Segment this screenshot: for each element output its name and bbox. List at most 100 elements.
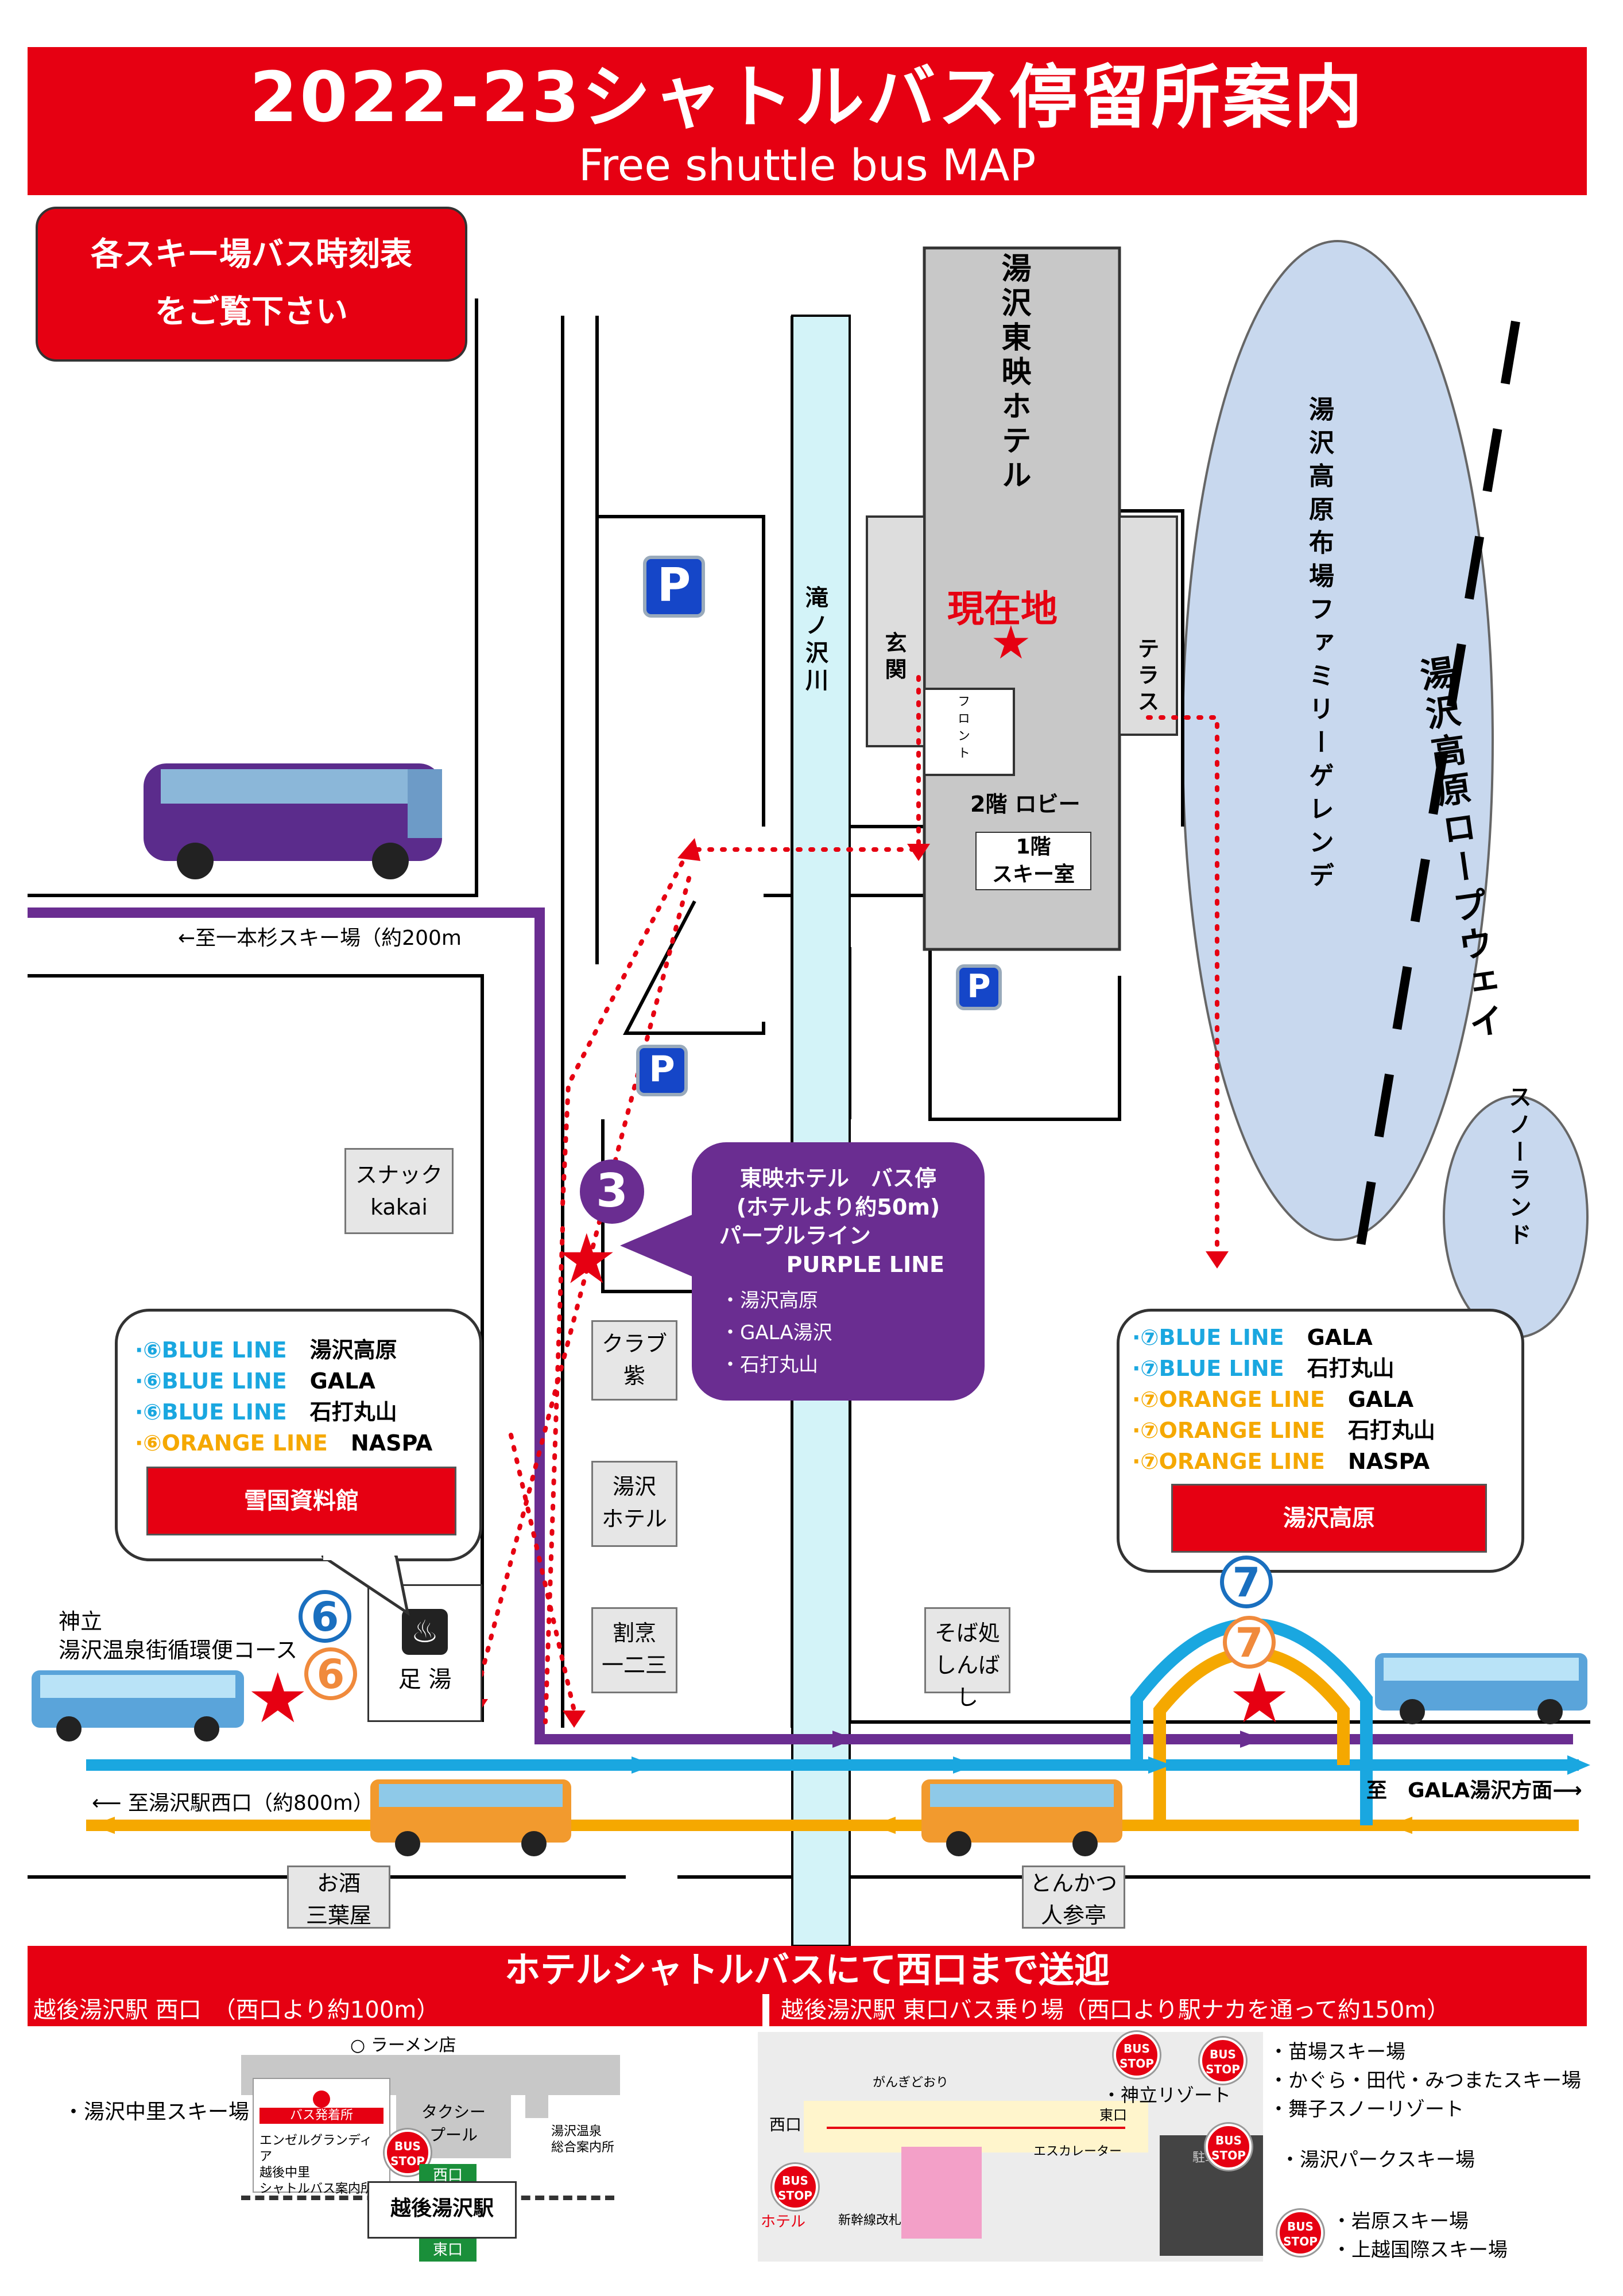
bus-stop-icon: BUS STOP bbox=[1114, 2032, 1160, 2078]
foot-bath: ♨ 足 湯 bbox=[367, 1584, 482, 1722]
nakazato-label: ・湯沢中里スキー場 bbox=[63, 2100, 250, 2124]
ski-room-line1: 1階 bbox=[1016, 835, 1051, 859]
stop7-line-dest: GALA bbox=[1307, 1325, 1373, 1350]
kappo-hifumi: 割烹一二三 bbox=[591, 1607, 677, 1693]
gandogi-label: がんぎどおり bbox=[873, 2076, 949, 2090]
timetable-note-line2: をご覧下さい bbox=[155, 293, 348, 331]
stop6-pointer bbox=[321, 1556, 410, 1616]
stop7-line-name: ·⑦ORANGE LINE bbox=[1132, 1387, 1325, 1412]
stop6-line-dest: 湯沢高原 bbox=[309, 1337, 397, 1363]
front-desk bbox=[923, 688, 1015, 776]
stop7-line-dest: GALA bbox=[1347, 1387, 1414, 1412]
shuttle-banner: ホテルシャトルバスにて西口まで送迎 bbox=[28, 1946, 1587, 1994]
sake-line1: お酒 bbox=[316, 1871, 361, 1896]
sake-line2: 三葉屋 bbox=[305, 1903, 371, 1928]
walk-route bbox=[827, 2127, 1125, 2129]
stop7-line-item: ·⑦BLUE LINE 石打丸山 bbox=[1132, 1353, 1521, 1384]
soba-line2: しんばし bbox=[934, 1653, 1000, 1710]
orange-bus-left bbox=[370, 1779, 571, 1856]
sake-miyoshiya: お酒三葉屋 bbox=[287, 1865, 390, 1929]
ramen-label: ○ ラーメン店 bbox=[350, 2035, 456, 2055]
stop3-pointer bbox=[620, 1211, 700, 1280]
stop6-line-dest: GALA bbox=[309, 1368, 375, 1394]
ski-room-line2: スキー室 bbox=[991, 863, 1075, 886]
east-title: 越後湯沢駅 東口バス乗り場（西口より駅ナカを通って約150m） bbox=[769, 1994, 1587, 2026]
west-title: 越後湯沢駅 西口 （西口より約100m） bbox=[28, 1994, 762, 2026]
club-line2: 紫 bbox=[623, 1363, 645, 1389]
escalator-label: エスカレーター bbox=[1033, 2144, 1122, 2159]
stop6-place: 雪国資料館 bbox=[146, 1467, 456, 1535]
hotel-label: 湯沢東映ホテル bbox=[996, 253, 1031, 494]
stop3-title: 東映ホテル バス停 bbox=[739, 1166, 936, 1191]
direction-ipponsugi: ←至一本杉スキー場（約200m bbox=[178, 926, 462, 950]
stop7-line-dest: NASPA bbox=[1347, 1449, 1430, 1474]
stop7-line-name: ·⑦BLUE LINE bbox=[1132, 1356, 1284, 1381]
yuzawa-hotel: 湯沢ホテル bbox=[591, 1461, 677, 1547]
current-location-star: ★ bbox=[990, 616, 1032, 669]
stop6-line-name: ·⑥ORANGE LINE bbox=[135, 1430, 328, 1456]
stop6-line-item: ·⑥BLUE LINE 湯沢高原 bbox=[135, 1335, 479, 1366]
kandatsu-label: 神立 湯沢温泉街循環便コース bbox=[59, 1607, 297, 1665]
river bbox=[791, 315, 851, 1947]
east-exit-tag: 東口 bbox=[419, 2239, 477, 2262]
soba-shinbashi: そば処しんばし bbox=[924, 1607, 1010, 1710]
east-map-west-exit: 西口 bbox=[769, 2115, 802, 2134]
blue-arrows bbox=[632, 1755, 1590, 1775]
stop6-blue-number: 6 bbox=[299, 1590, 351, 1643]
info-line2: 総合案内所 bbox=[551, 2140, 615, 2155]
info-center-block bbox=[525, 2095, 548, 2118]
angel-line2: 越後中里 bbox=[259, 2166, 311, 2180]
shinkansen-gate bbox=[901, 2147, 982, 2239]
angel-line3: シャトルバス案内所 bbox=[259, 2182, 374, 2196]
kappo-line2: 一二三 bbox=[601, 1653, 667, 1678]
page-title: 2022-23シャトルバス停留所案内 bbox=[249, 58, 1365, 138]
stop7-line-item: ·⑦ORANGE LINE GALA bbox=[1132, 1384, 1521, 1415]
lobby-label: 2階 ロビー bbox=[970, 792, 1080, 817]
stop6-line-dest: NASPA bbox=[350, 1430, 433, 1456]
stop7-line-dest: 石打丸山 bbox=[1307, 1356, 1395, 1381]
stop7-place: 湯沢高原 bbox=[1171, 1484, 1487, 1553]
entrance-wing bbox=[866, 515, 925, 747]
east-dest-2: ・かぐら・田代・みつまたスキー場 bbox=[1269, 2069, 1581, 2092]
direction-nishiguchi: ⟵ 至湯沢駅西口（約800m） bbox=[92, 1791, 374, 1815]
bus-office-area: バス発着所 エンゼルグランディア 越後中里 シャトルバス案内所 bbox=[253, 2078, 390, 2196]
bus-office-label: バス発着所 bbox=[259, 2108, 384, 2124]
east-dest-4: ・神立リゾート bbox=[1102, 2084, 1231, 2106]
stop6-line-item: ·⑥ORANGE LINE NASPA bbox=[135, 1428, 479, 1459]
east-dest-7: ・上越国際スキー場 bbox=[1332, 2239, 1508, 2262]
bus-office-icon bbox=[313, 2091, 330, 2108]
tonkatsu-line1: とんかつ bbox=[1029, 1871, 1117, 1896]
angel-line1: エンゼルグランディア bbox=[259, 2134, 373, 2164]
stop3-star: ★ bbox=[556, 1220, 618, 1300]
timetable-note-line1: 各スキー場バス時刻表 bbox=[91, 236, 412, 273]
stop7-orange-number: 7 bbox=[1223, 1616, 1276, 1669]
terrace-label: テラス bbox=[1134, 637, 1159, 716]
stop6-line-dest: 石打丸山 bbox=[309, 1399, 397, 1425]
purple-arrows bbox=[832, 1731, 1263, 1748]
east-map-east-exit: 東口 bbox=[1099, 2107, 1127, 2123]
east-dest-3: ・舞子スノーリゾート bbox=[1269, 2098, 1464, 2121]
club-line1: クラブ bbox=[601, 1331, 667, 1356]
timetable-note: 各スキー場バス時刻表 をご覧下さい bbox=[36, 207, 467, 362]
yuzawa-hotel-line1: 湯沢 bbox=[612, 1474, 656, 1499]
parking-icon: P bbox=[636, 1045, 688, 1096]
stop3-dest2: ・GALA湯沢 bbox=[721, 1321, 832, 1344]
stop6-star: ★ bbox=[247, 1659, 309, 1739]
kappo-line1: 割烹 bbox=[612, 1620, 656, 1646]
bus-stop-icon: BUS STOP bbox=[1200, 2038, 1246, 2084]
family-slope-label: 湯沢高原布場ファミリーゲレンデ bbox=[1304, 396, 1334, 895]
stop6-line-name: ·⑥BLUE LINE bbox=[135, 1337, 287, 1363]
east-hotel-label: ホテル bbox=[761, 2213, 806, 2231]
stop6-line-name: ·⑥BLUE LINE bbox=[135, 1368, 287, 1394]
east-dest-5: ・湯沢パークスキー場 bbox=[1280, 2148, 1475, 2171]
bus-stop-icon: BUS STOP bbox=[1277, 2210, 1323, 2256]
taxi-line2: プール bbox=[429, 2126, 478, 2144]
tonkatsu-ninjintei: とんかつ人参亭 bbox=[1022, 1865, 1125, 1929]
ski-room bbox=[975, 832, 1091, 890]
current-location-label: 現在地 bbox=[947, 588, 1058, 631]
